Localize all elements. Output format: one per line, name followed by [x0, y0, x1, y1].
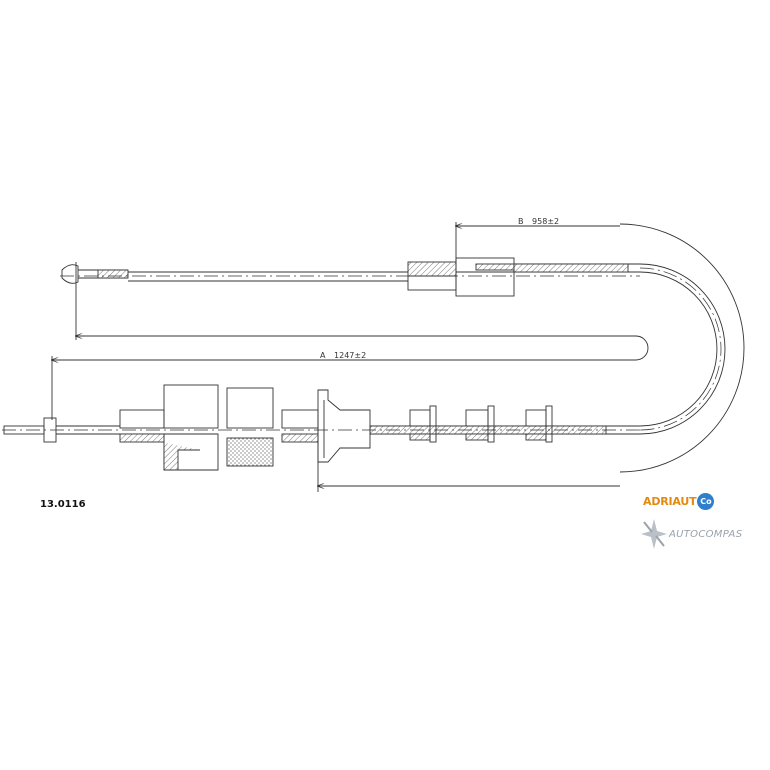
upper-ball-end	[61, 264, 408, 284]
dimension-b	[456, 222, 620, 262]
brand-logo: ADRIAUT Co	[643, 493, 715, 510]
watermark-name: AUTOCOMPAS	[669, 528, 743, 540]
center-lines	[2, 267, 722, 431]
adjuster-body	[119, 384, 274, 471]
upper-ferrule	[407, 257, 629, 297]
brand-name: ADRIAUT	[643, 495, 697, 508]
cable-bend	[606, 223, 745, 473]
lower-casing	[369, 405, 607, 443]
watermark-logo: AUTOCOMPAS	[641, 519, 742, 549]
brand-badge: Co	[697, 493, 715, 510]
part-number: 13.0116	[40, 499, 86, 510]
dimension-b-label: B 958±2	[518, 217, 559, 226]
flange	[281, 389, 371, 463]
compass-star-icon	[641, 519, 667, 549]
dimension-a	[52, 262, 649, 492]
dimension-a-label: A 1247±2	[320, 351, 366, 360]
